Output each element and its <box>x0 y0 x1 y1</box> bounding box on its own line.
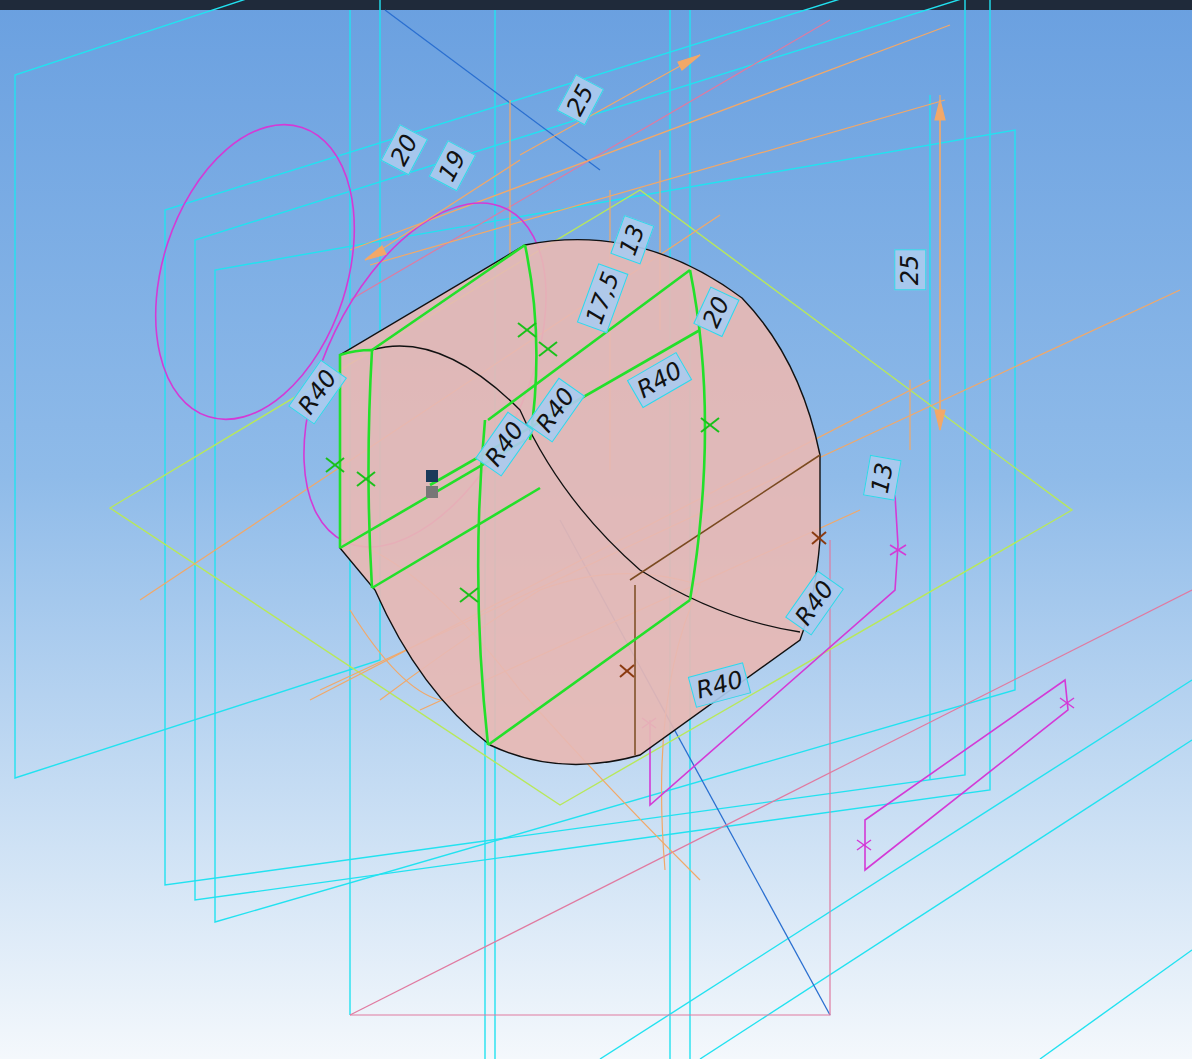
dimension-label: 19 <box>428 141 475 192</box>
dimension-label: 25 <box>894 250 926 291</box>
dimension-label: 13 <box>863 455 902 500</box>
dimension-label: 20 <box>380 125 427 176</box>
dimension-label: R40 <box>288 359 347 424</box>
window-bar <box>0 0 1192 10</box>
dimension-label: 25 <box>556 75 603 126</box>
